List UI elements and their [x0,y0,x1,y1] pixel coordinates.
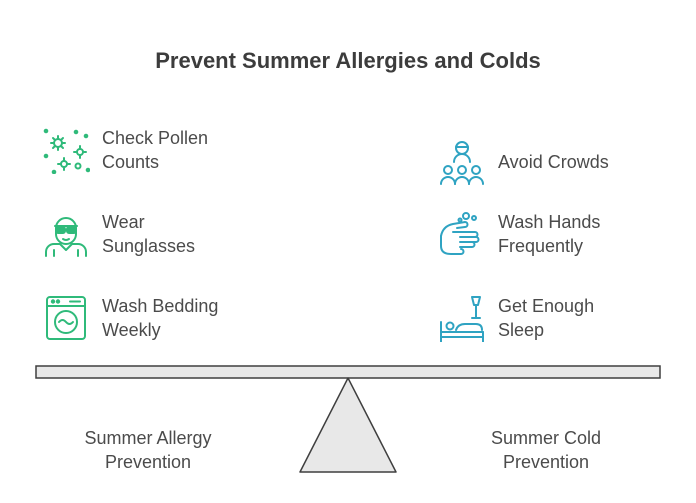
item-wash-bedding: Wash Bedding Weekly [40,292,218,344]
item-label: Check Pollen Counts [102,128,209,172]
item-label: Wash Bedding Weekly [102,296,219,340]
sunglasses-person-icon [40,208,92,260]
fulcrum [299,377,397,473]
item-check-pollen: Check Pollen Counts [40,124,208,176]
sleep-bed-icon [436,292,488,344]
item-label: Get Enough Sleep [498,296,595,340]
pollen-icon [40,124,92,176]
item-get-sleep: Get Enough Sleep [436,292,594,344]
caption-allergy-prevention: Summer Allergy Prevention [84,428,212,472]
caption-cold-prevention: Summer Cold Prevention [490,428,602,472]
wash-hands-icon [436,208,488,260]
item-label: Avoid Crowds [498,152,609,172]
crowd-icon [436,136,488,188]
item-wash-hands: Wash Hands Frequently [436,208,600,260]
balance-beam [35,365,661,379]
item-label: Wear Sunglasses [102,212,196,256]
washing-machine-icon [40,292,92,344]
page-title: Prevent Summer Allergies and Colds [155,48,541,73]
item-avoid-crowds: Avoid Crowds [436,136,609,188]
item-label: Wash Hands Frequently [498,212,601,256]
item-wear-sunglasses: Wear Sunglasses [40,208,195,260]
